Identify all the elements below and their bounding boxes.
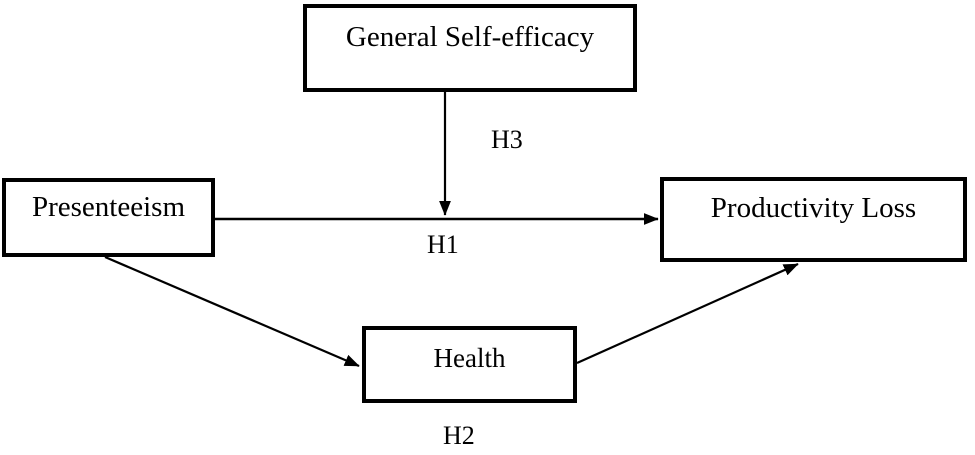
node-general-self-efficacy: General Self-efficacy bbox=[303, 4, 637, 92]
hypothesis-label-h2: H2 bbox=[443, 421, 475, 450]
hypothesis-label-h3: H3 bbox=[491, 125, 523, 154]
arrow-presenteeism-to-health bbox=[104, 255, 360, 368]
node-label-health: Health bbox=[433, 343, 506, 373]
node-health: Health bbox=[362, 326, 577, 403]
node-presenteeism: Presenteeism bbox=[2, 178, 215, 257]
hypothesis-label-h1: H1 bbox=[427, 230, 459, 259]
node-label-general-self-efficacy: General Self-efficacy bbox=[345, 21, 595, 53]
arrow-health-to-productivity-loss bbox=[576, 262, 799, 365]
node-label-productivity-loss: Productivity Loss bbox=[710, 192, 917, 224]
node-label-presenteeism: Presenteeism bbox=[31, 191, 185, 223]
node-productivity-loss: Productivity Loss bbox=[660, 177, 967, 262]
